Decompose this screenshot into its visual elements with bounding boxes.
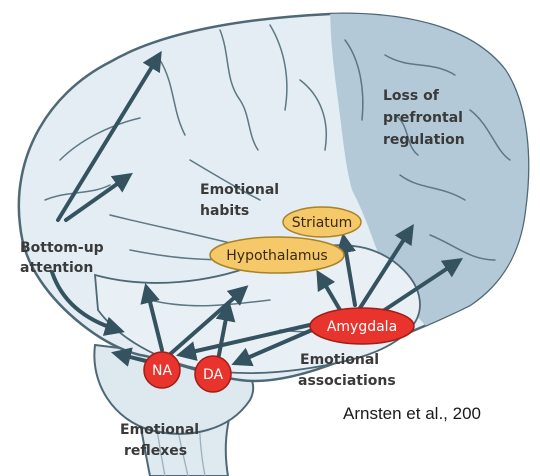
- node-da: DA: [195, 356, 231, 392]
- bottom-up-label-line2: attention: [20, 260, 93, 276]
- habits-label-line2: habits: [200, 203, 249, 219]
- amygdala-label: Amygdala: [327, 319, 397, 335]
- node-amygdala: Amygdala: [310, 308, 414, 344]
- associations-label-line1: Emotional: [300, 352, 379, 368]
- da-label: DA: [203, 367, 224, 383]
- striatum-label: Striatum: [292, 215, 353, 231]
- reflexes-label-line2: reflexes: [124, 443, 187, 459]
- habits-label-line1: Emotional: [200, 182, 279, 198]
- node-na: NA: [144, 352, 180, 388]
- loss-label-line1: Loss of: [383, 88, 440, 104]
- reflexes-label-line1: Emotional: [120, 422, 199, 438]
- associations-label-line2: associations: [298, 373, 396, 389]
- bottom-up-label-line1: Bottom-up: [20, 240, 104, 256]
- loss-label-line2: prefrontal: [383, 110, 463, 126]
- node-striatum: Striatum: [283, 207, 361, 237]
- na-label: NA: [152, 363, 172, 379]
- loss-label-line3: regulation: [383, 132, 465, 148]
- citation: Arnsten et al., 200: [343, 404, 481, 424]
- node-hypothalamus: Hypothalamus: [210, 237, 344, 273]
- hypothalamus-label: Hypothalamus: [226, 248, 327, 264]
